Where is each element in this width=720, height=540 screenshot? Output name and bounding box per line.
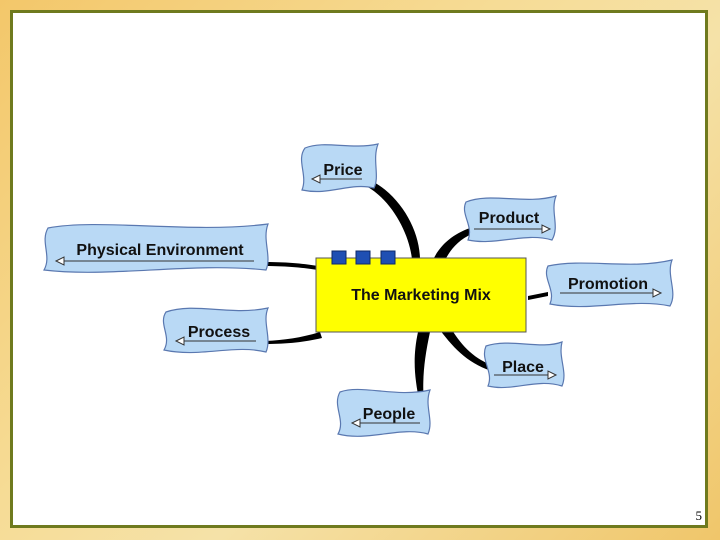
center-node: The Marketing Mix [315, 250, 527, 333]
node-promotion: Promotion [546, 259, 674, 308]
connector-place [440, 330, 495, 372]
handle-3 [380, 250, 396, 265]
center-label: The Marketing Mix [351, 287, 491, 304]
connector-product [432, 228, 472, 262]
connector-price [366, 180, 420, 260]
connector-process [265, 332, 322, 344]
node-label-product: Product [479, 210, 540, 227]
connectors [265, 180, 548, 405]
page-number: 5 [695, 508, 703, 523]
connector-people [414, 332, 430, 405]
node-physical-environment: Physical Environment [43, 223, 269, 273]
handle-2 [355, 250, 371, 265]
node-price: Price [300, 143, 379, 193]
node-place: Place [484, 341, 565, 389]
node-people: People [336, 388, 431, 437]
connector-physical-environment [265, 262, 318, 270]
node-label-place: Place [502, 359, 544, 376]
node-product: Product [464, 195, 557, 243]
node-process: Process [162, 307, 270, 354]
node-label-process: Process [188, 324, 250, 341]
node-label-promotion: Promotion [568, 276, 648, 293]
connector-promotion [528, 292, 548, 300]
node-label-physical-environment: Physical Environment [76, 242, 244, 259]
node-label-people: People [363, 406, 416, 423]
node-label-price: Price [323, 162, 362, 179]
handle-1 [331, 250, 347, 265]
